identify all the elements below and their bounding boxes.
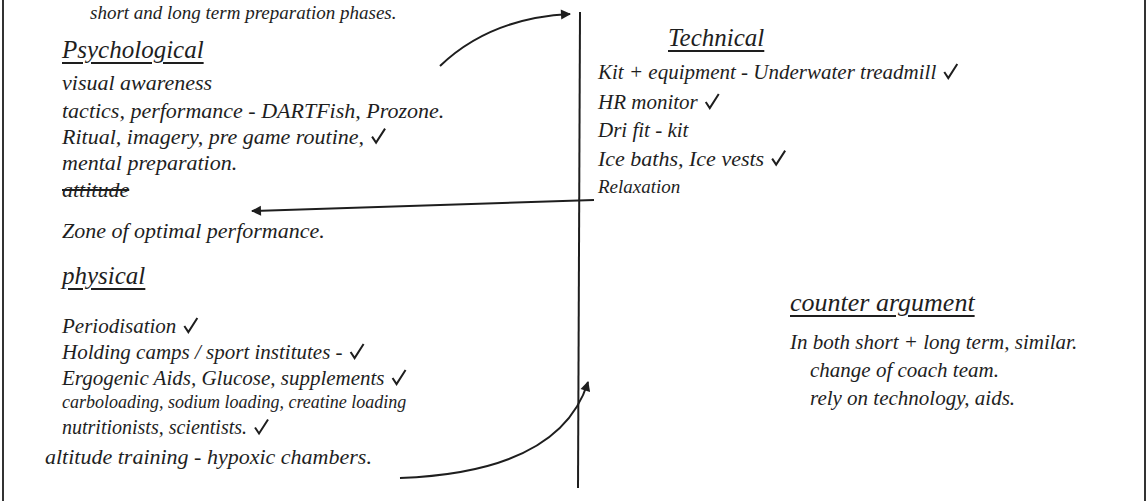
note-line: HR monitor [598,90,698,114]
question-text: short and long term preparation phases. [90,2,396,24]
note-line: Ritual, imagery, pre game routine, [62,124,364,149]
note-line: Dri fit - kit [598,118,688,142]
section-heading: Technical [668,24,764,53]
page-border [2,0,4,501]
note-line: change of coach team. [810,358,999,382]
note-line: Zone of optimal performance. [62,218,325,243]
tick-mark [393,370,406,384]
tick-mark [351,344,364,358]
note-line: Kit + equipment - Underwater treadmill [598,60,936,84]
tick-mark [772,151,785,165]
section-heading: counter argument [790,288,975,318]
curved-arrow [440,14,570,66]
section-heading: Psychological [62,36,204,65]
note-line: In both short + long term, similar. [790,330,1077,354]
note-line: carboloading, sodium loading, creatine l… [62,392,406,413]
note-line: tactics, performance - DARTFish, Prozone… [62,98,444,123]
note-line: rely on technology, aids. [810,386,1015,410]
note-line: Ice baths, Ice vests [598,146,764,171]
note-line: Relaxation [598,176,680,198]
tick-mark [372,129,385,143]
tick-mark [706,94,719,108]
divider-line [578,12,580,488]
crossed-out-note: attitude [62,177,129,202]
page-border [1144,0,1146,501]
note-line: Holding camps / sport institutes - [62,340,343,364]
section-heading: physical [62,262,145,291]
tick-mark [255,420,268,434]
tick-mark [184,318,197,332]
curved-arrow [400,382,588,478]
note-line: Periodisation [62,314,176,338]
note-line: visual awareness [62,70,212,95]
tick-mark [944,64,957,78]
note-line: nutritionists, scientists. [62,416,247,439]
note-line: altitude training - hypoxic chambers. [45,444,372,469]
arrow [252,200,594,211]
note-line: Ergogenic Aids, Glucose, supplements [62,366,385,390]
note-line: mental preparation. [62,150,237,175]
